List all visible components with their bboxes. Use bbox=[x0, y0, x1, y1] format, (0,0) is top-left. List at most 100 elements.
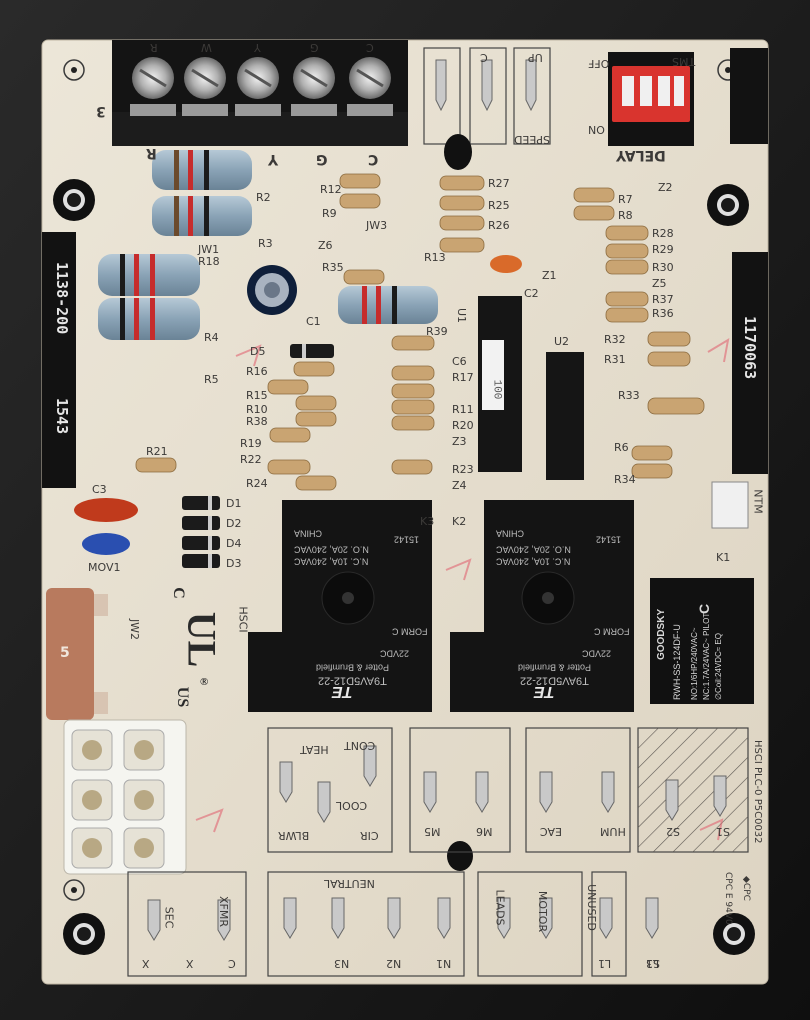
ref-jw1: JW1 bbox=[198, 243, 220, 256]
board-part-number-right: 1170063 bbox=[741, 316, 759, 380]
mounting-holes bbox=[53, 59, 755, 955]
ref-r21: R21 bbox=[146, 445, 168, 458]
k1-brand: GOODSKY bbox=[656, 608, 667, 660]
model-text: HSCI PLC-0 P5C0032 bbox=[752, 740, 763, 844]
ref-r29: R29 bbox=[652, 243, 674, 256]
power-resistors bbox=[98, 150, 438, 340]
ref-u2: U2 bbox=[554, 335, 570, 348]
k2-model: T9AV5D12-22 bbox=[520, 674, 589, 687]
label-leads: LEADS bbox=[493, 889, 507, 926]
terminal-silk-g: G bbox=[316, 151, 328, 167]
ref-c2: C2 bbox=[524, 287, 539, 300]
terminal-label-c: C bbox=[366, 41, 374, 54]
ic-u2 bbox=[546, 352, 584, 480]
transistor bbox=[444, 134, 472, 170]
ref-z2: Z2 bbox=[658, 181, 673, 194]
board-date-code: 1543 bbox=[53, 398, 71, 435]
fuse-rating: 5 bbox=[60, 645, 70, 661]
cpc-text: CPC E 94V0 bbox=[723, 872, 733, 925]
ref-r34: R34 bbox=[614, 473, 636, 486]
k2-coil: 22VDC bbox=[582, 648, 612, 659]
ref-r10: R10 bbox=[246, 403, 268, 416]
inspection-marks bbox=[195, 338, 730, 841]
ref-r9: R9 bbox=[322, 207, 337, 220]
k3-maker: Potter & Brumfield bbox=[316, 662, 390, 673]
label-motor: MOTOR bbox=[536, 890, 550, 933]
relay-k2 bbox=[450, 500, 634, 712]
ref-r7: R7 bbox=[618, 193, 633, 206]
ref-r32: R32 bbox=[604, 333, 626, 346]
ref-r23: R23 bbox=[452, 463, 474, 476]
ref-r19: R19 bbox=[240, 437, 262, 450]
relay-k3 bbox=[248, 500, 432, 712]
delay-label: DELAY bbox=[616, 147, 666, 163]
label-n2: N2 bbox=[386, 957, 402, 970]
ref-r13: R13 bbox=[424, 251, 446, 264]
ref-r25: R25 bbox=[488, 199, 510, 212]
terminal-silk-y: Y bbox=[268, 151, 279, 167]
terminal-label-r: R bbox=[150, 41, 158, 54]
ref-k2: K2 bbox=[452, 515, 467, 528]
ref-r16: R16 bbox=[246, 365, 268, 378]
ref-r27: R27 bbox=[488, 177, 510, 190]
ref-r8: R8 bbox=[618, 209, 633, 222]
k2-code: 15142 bbox=[596, 534, 622, 545]
ref-r18: R18 bbox=[198, 255, 220, 268]
k2-form: FORM C bbox=[594, 626, 630, 637]
label-neutral: NEUTRAL bbox=[324, 877, 375, 890]
k2-maker: Potter & Brumfield bbox=[518, 662, 592, 673]
label-blwr: BLWR bbox=[278, 829, 310, 842]
ref-d4: D4 bbox=[226, 537, 242, 550]
k3-code: 15142 bbox=[394, 534, 420, 545]
label-xfmr: XFMR bbox=[217, 896, 230, 927]
label-n1: N1 bbox=[436, 957, 452, 970]
k2-nc: N.C. 10A, 240VAC bbox=[496, 556, 571, 567]
label-hum: HUM bbox=[600, 825, 626, 838]
ref-d1: D1 bbox=[226, 497, 242, 510]
label-l1-a: L1 bbox=[598, 957, 612, 970]
ref-r36: R36 bbox=[652, 307, 674, 320]
mov1 bbox=[82, 533, 130, 555]
relay-k1 bbox=[650, 578, 754, 704]
label-m6: M6 bbox=[476, 825, 493, 838]
ref-r38: R38 bbox=[246, 415, 268, 428]
top-c-label: C bbox=[480, 51, 488, 64]
ref-r2: R2 bbox=[256, 191, 271, 204]
label-c-bottom: C bbox=[228, 957, 236, 970]
k1-mark: C bbox=[696, 603, 712, 614]
k1-model: RWH-SS-124DF-U bbox=[672, 624, 682, 700]
ref-r30: R30 bbox=[652, 261, 674, 274]
lower-spade-terminals bbox=[147, 745, 727, 941]
label-s1: S1 bbox=[716, 825, 730, 838]
label-s2: S2 bbox=[666, 825, 680, 838]
label-cool: COOL bbox=[336, 799, 368, 812]
dip-tms-label: TMS bbox=[672, 55, 696, 68]
k3-no: N.O. 20A, 240VAC bbox=[294, 544, 369, 555]
k3-coil: 22VDC bbox=[380, 648, 410, 659]
ref-r39: R39 bbox=[426, 325, 448, 338]
ref-k3: K3 bbox=[420, 515, 435, 528]
label-n3: N3 bbox=[334, 957, 350, 970]
ref-r17: R17 bbox=[452, 371, 474, 384]
ref-r26: R26 bbox=[488, 219, 510, 232]
cpc-flag: ◆CPC bbox=[741, 876, 751, 901]
ref-r28: R28 bbox=[652, 227, 674, 240]
ref-z5: Z5 bbox=[652, 277, 667, 290]
ref-z6: Z6 bbox=[318, 239, 333, 252]
ref-r33: R33 bbox=[618, 389, 640, 402]
ntm-connector bbox=[711, 481, 749, 529]
k2-country: CHINA bbox=[496, 528, 525, 539]
ref-r3: R3 bbox=[258, 237, 273, 250]
label-m5: M5 bbox=[424, 825, 441, 838]
ref-r20: R20 bbox=[452, 419, 474, 432]
terminal-silk-c: C bbox=[368, 151, 379, 167]
ref-r4: R4 bbox=[204, 331, 219, 344]
label-unused: UNUSED bbox=[584, 884, 598, 931]
ref-r12: R12 bbox=[320, 183, 342, 196]
ul-c-mark: C bbox=[169, 587, 187, 599]
hsci-left: HSCI bbox=[236, 606, 250, 633]
speed-label: SPEED bbox=[514, 133, 550, 146]
ref-jw2: JW2 bbox=[128, 618, 142, 641]
ul-us-mark: US bbox=[174, 686, 192, 708]
ref-r22: R22 bbox=[240, 453, 262, 466]
